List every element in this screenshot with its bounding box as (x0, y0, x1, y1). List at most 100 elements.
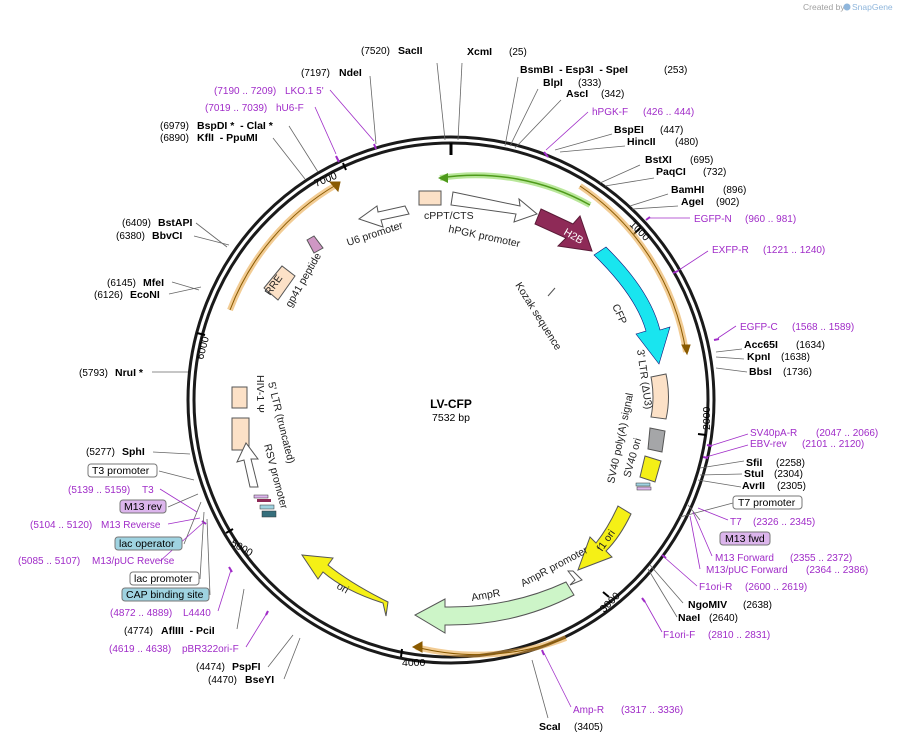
ampr-label: AmpR (470, 587, 501, 604)
primer-t3-name: T3 (142, 485, 154, 496)
green-feature-bar (438, 172, 592, 208)
primer-lko1-name: LKO.1 5' (285, 86, 324, 97)
enzyme-blpi-pos: (333) (578, 78, 601, 89)
enzyme-paqci-pos: (732) (703, 167, 726, 178)
enzyme-scai-pos: (3405) (574, 722, 603, 733)
enzyme-xcmi: XcmI (467, 46, 492, 58)
enzyme-bspei: BspEI (614, 124, 644, 136)
enzyme-bsmbi-pos: (253) (664, 65, 687, 76)
kozak-mark (547, 287, 556, 297)
svg-text:2000: 2000 (701, 406, 713, 430)
ampr-promoter-arrow (566, 570, 583, 586)
enzyme-sphi: SphI (122, 446, 145, 458)
watermark-prefix: Created by (803, 2, 845, 12)
ltr3-box (650, 373, 669, 420)
primer-egfpc-range: (1568 .. 1589) (792, 322, 854, 333)
primer-labels: LKO.1 5' (7190 .. 7209) hU6-F (7019 .. 7… (18, 86, 878, 716)
enzyme-sacii: SacII (398, 45, 423, 57)
enzyme-bstxi-pos: (695) (690, 155, 713, 166)
watermark-brand: SnapGene (852, 2, 893, 12)
enzyme-bspei-pos: (447) (660, 125, 683, 136)
hpgk-label: hPGK promoter (447, 223, 521, 250)
t3-promoter-box: T3 promoter (92, 465, 150, 477)
enzyme-kfli: KflI - PpuMI (197, 132, 258, 144)
ltr5-box (231, 417, 250, 451)
cppt-box (418, 190, 442, 206)
primer-hpgkf-name: hPGK-F (592, 107, 628, 118)
primer-m13rev-name: M13 Reverse (101, 520, 161, 531)
hiv-psi-label: HIV-1 Ψ (254, 375, 266, 413)
enzyme-ndei: NdeI (339, 67, 362, 79)
rre-box (263, 265, 296, 301)
hiv-psi-box (231, 386, 248, 409)
enzyme-bstxi: BstXI (645, 154, 672, 166)
primer-m13fwd-name: M13 Forward (715, 553, 774, 564)
enzyme-bamhi: BamHI (671, 184, 704, 196)
ampr-arrow (413, 581, 575, 634)
enzyme-kfli-pos: (6890) (160, 133, 189, 144)
enzyme-bstapi-pos: (6409) (122, 218, 151, 229)
u6-promoter-arrow (357, 205, 410, 228)
lac-operator-box: lac operator (119, 538, 175, 550)
primer-hu6f-range: (7019 .. 7039) (205, 103, 267, 114)
primer-egfpn-range: (960 .. 981) (745, 214, 796, 225)
primer-t7-name: T7 (730, 517, 742, 528)
enzyme-mfei: MfeI (143, 277, 164, 289)
f1-ori-arrow (577, 505, 632, 571)
enzyme-bspdi-pos: (6979) (160, 121, 189, 132)
lac-region-marks (253, 494, 277, 518)
enzyme-ngomiv: NgoMIV (688, 599, 727, 611)
primer-lko1-range: (7190 .. 7209) (214, 86, 276, 97)
primer-sv40par-range: (2047 .. 2066) (816, 428, 878, 439)
enzyme-asci-pos: (342) (601, 89, 624, 100)
enzyme-bsmbi: BsmBI - Esp3I - SpeI (520, 64, 628, 76)
enzyme-sfii-pos: (2258) (776, 458, 805, 469)
backbone-outer (186, 135, 716, 665)
enzyme-bstapi: BstAPI (158, 217, 193, 229)
primer-pbr322-name: pBR322ori-F (182, 644, 239, 655)
primer-t7-range: (2326 .. 2345) (753, 517, 815, 528)
enzyme-nrui: NruI * (115, 367, 144, 379)
enzyme-paqci: PaqCI (656, 166, 686, 178)
enzyme-sfii: SfiI (746, 457, 762, 469)
primer-egfpn-name: EGFP-N (694, 214, 732, 225)
enzyme-naei-pos: (2640) (709, 613, 738, 624)
tick-6000: 6000 (194, 332, 212, 361)
primer-ampr-name: Amp-R (573, 705, 604, 716)
primer-m13rev-range: (5104 .. 5120) (30, 520, 92, 531)
enzyme-kpni: KpnI (747, 351, 770, 363)
enzyme-sacii-pos: (7520) (361, 46, 390, 57)
primer-m13fwd-range: (2355 .. 2372) (790, 553, 852, 564)
svg-text:5000: 5000 (229, 537, 255, 559)
primer-hpgkf-range: (426 .. 444) (643, 107, 694, 118)
cap-site-box: CAP binding site (126, 589, 204, 601)
svg-text:4000: 4000 (402, 657, 426, 669)
enzyme-scai: ScaI (539, 721, 561, 733)
enzyme-ndei-pos: (7197) (301, 68, 330, 79)
primer-l4440-name: L4440 (183, 608, 211, 619)
enzyme-kpni-pos: (1638) (781, 352, 810, 363)
outer-feature-bar-arrows (229, 181, 691, 656)
primer-f1orif-range: (2810 .. 2831) (708, 630, 770, 641)
enzyme-econi-pos: (6126) (94, 290, 123, 301)
kozak-label: Kozak sequence (512, 280, 563, 352)
enzyme-hincii: HincII (627, 136, 656, 148)
m13-fwd-box: M13 fwd (725, 533, 765, 545)
enzyme-afliii: AflIII - PciI (161, 625, 215, 637)
primer-leaders (159, 89, 749, 708)
enzyme-bbvci: BbvCI (152, 230, 182, 242)
primer-t3-range: (5139 .. 5159) (68, 485, 130, 496)
t7-promoter-box: T7 promoter (738, 497, 796, 509)
enzyme-xcmi-pos: (25) (509, 47, 527, 58)
enzyme-stui: StuI (744, 468, 764, 480)
plasmid-size: 7532 bp (432, 412, 470, 424)
gp41-box (306, 235, 324, 254)
cppt-label: cPPT/CTS (424, 210, 474, 222)
cfp-label: CFP (609, 302, 629, 326)
enzyme-asci: AscI (566, 88, 588, 100)
enzyme-bspdi: BspDI * - ClaI * (197, 120, 274, 132)
tick-4000: 4000 (400, 648, 426, 669)
plasmid-name: LV-CFP (430, 397, 472, 411)
hpgk-promoter-arrow (450, 191, 538, 223)
